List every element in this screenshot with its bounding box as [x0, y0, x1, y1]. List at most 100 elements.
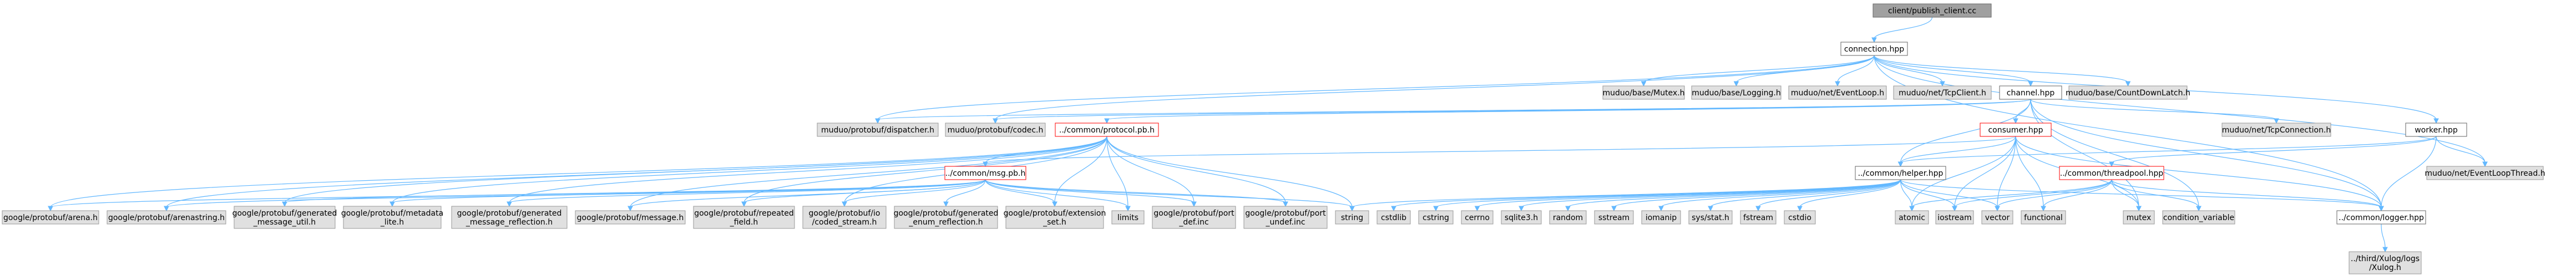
- node-pb_arena[interactable]: google/protobuf/arena.h: [2, 210, 99, 225]
- node-dispatcher_h[interactable]: muduo/protobuf/dispatcher.h: [817, 123, 939, 137]
- node-sys_stat[interactable]: sys/stat.h: [1688, 210, 1733, 225]
- node-box: [1055, 123, 1159, 137]
- node-functional[interactable]: functional: [2021, 210, 2066, 225]
- node-pb_coded_stream[interactable]: google/protobuf/io/coded_stream.h: [802, 206, 887, 229]
- node-logging_h[interactable]: muduo/base/Logging.h: [1691, 85, 1782, 100]
- node-helper[interactable]: ../common/helper.hpp: [1855, 166, 1946, 180]
- node-label: google/protobuf/metadata: [341, 209, 443, 218]
- node-box: [1840, 42, 1908, 56]
- node-vector[interactable]: vector: [1981, 210, 2013, 225]
- node-iostream[interactable]: iostream: [1935, 210, 1974, 225]
- node-random[interactable]: random: [1549, 210, 1587, 225]
- node-label: google/protobuf/generated: [894, 209, 999, 218]
- node-label: iostream: [1937, 213, 1972, 222]
- node-cstdio[interactable]: cstdio: [1784, 210, 1816, 225]
- node-consumer[interactable]: consumer.hpp: [1980, 123, 2052, 137]
- edge-consumer-to-logger: [2015, 136, 2382, 208]
- edge-msg_pb-to-pb_metadata_lite: [392, 179, 986, 203]
- node-connection[interactable]: connection.hpp: [1840, 42, 1908, 56]
- node-iomanip[interactable]: iomanip: [1641, 210, 1681, 225]
- edge-consumer-to-vector: [1997, 136, 2016, 208]
- node-eventloop_h[interactable]: muduo/net/EventLoop.h: [1788, 85, 1887, 100]
- node-label: ../third/Xulog/logs: [2351, 254, 2420, 263]
- node-string[interactable]: string: [1335, 210, 1369, 225]
- node-pb_metadata_lite[interactable]: google/protobuf/metadata_lite.h: [341, 206, 443, 229]
- node-label: condition_variable: [2163, 213, 2234, 222]
- node-threadpool[interactable]: ../common/threadpool.hpp: [2059, 166, 2164, 180]
- arrowhead-helper: [1897, 161, 1904, 167]
- node-label: fstream: [1743, 213, 1773, 222]
- arrowhead-consumer: [2013, 118, 2018, 124]
- node-root[interactable]: client/publish_client.cc: [1872, 3, 1992, 18]
- node-sstream[interactable]: sstream: [1594, 210, 1634, 225]
- node-protocol_pb[interactable]: ../common/protocol.pb.h: [1055, 123, 1159, 137]
- arrowhead-countdown_h: [2125, 81, 2131, 87]
- node-worker[interactable]: worker.hpp: [2405, 123, 2467, 137]
- node-pb_repeated[interactable]: google/protobuf/repeated_field.h: [693, 206, 795, 229]
- node-label: google/protobuf/generated: [457, 209, 562, 218]
- edge-layer: [48, 17, 2488, 253]
- edge-msg_pb-to-pb_gen_msg_util: [284, 179, 986, 203]
- node-label: sstream: [1598, 213, 1629, 222]
- node-box: [1376, 210, 1411, 225]
- node-box: [2, 210, 99, 225]
- arrowhead-iostream: [1952, 206, 1957, 212]
- node-pb_gen_msg_refl[interactable]: google/protobuf/generated_message_reflec…: [451, 206, 568, 229]
- node-label: /coded_stream.h: [812, 218, 877, 227]
- node-sqlite3[interactable]: sqlite3.h: [1501, 210, 1542, 225]
- node-channel[interactable]: channel.hpp: [1999, 85, 2062, 100]
- node-box: [693, 206, 795, 229]
- node-tcpclient_h[interactable]: muduo/net/TcpClient.h: [1893, 85, 1992, 100]
- node-eventloopthread_h[interactable]: muduo/net/EventLoopThread.h: [2425, 166, 2545, 180]
- node-mutex[interactable]: mutex: [2123, 210, 2155, 225]
- node-pb_message[interactable]: google/protobuf/message.h: [575, 210, 686, 225]
- node-countdown_h[interactable]: muduo/base/CountDownLatch.h: [2066, 85, 2190, 100]
- node-cstring[interactable]: cstring: [1418, 210, 1454, 225]
- edge-worker-to-threadpool: [2111, 136, 2437, 164]
- node-label: ../common/protocol.pb.h: [1059, 126, 1155, 135]
- arrowhead-cstring: [1433, 206, 1439, 212]
- node-pb_port_undef[interactable]: google/protobuf/port_undef.inc: [1243, 206, 1328, 229]
- node-condvar[interactable]: condition_variable: [2162, 210, 2235, 225]
- node-codec_h[interactable]: muduo/protobuf/codec.h: [945, 123, 1046, 137]
- node-box: [575, 210, 686, 225]
- edge-channel-to-protocol_pb: [1106, 99, 2031, 120]
- node-atomic[interactable]: atomic: [1895, 210, 1929, 225]
- node-box: [451, 206, 568, 229]
- node-pb_ext_set[interactable]: google/protobuf/extension_set.h: [1004, 206, 1106, 229]
- node-box: [1872, 3, 1992, 18]
- node-tcpconn_h[interactable]: muduo/net/TcpConnection.h: [2221, 123, 2331, 137]
- arrowhead-vector: [1995, 206, 2000, 212]
- node-xulog[interactable]: ../third/Xulog/logs/Xulog.h: [2349, 251, 2422, 274]
- edge-helper-to-atomic: [1900, 179, 1912, 208]
- edge-channel-to-logger: [2030, 99, 2382, 208]
- node-label: google/protobuf/extension: [1004, 209, 1106, 218]
- node-pb_arenastring[interactable]: google/protobuf/arenastring.h: [107, 210, 226, 225]
- edge-worker-to-logger: [2381, 136, 2437, 208]
- arrowhead-pb_arenastring: [164, 206, 169, 212]
- node-label: muduo/net/TcpConnection.h: [2222, 126, 2331, 135]
- arrowhead-pb_message: [627, 206, 633, 212]
- node-fstream[interactable]: fstream: [1740, 210, 1777, 225]
- arrowhead-tcpconn_h: [2274, 118, 2279, 124]
- node-pb_port_def[interactable]: google/protobuf/port_def.inc: [1152, 206, 1236, 229]
- node-label: google/protobuf/port: [1245, 209, 1326, 218]
- edge-threadpool-to-vector: [1997, 179, 2112, 208]
- node-label: iomanip: [1646, 213, 1677, 222]
- edge-protocol_pb-to-pb_metadata_lite: [392, 136, 1107, 203]
- node-logger[interactable]: ../common/logger.hpp: [2336, 210, 2426, 225]
- node-pb_gen_msg_util[interactable]: google/protobuf/generated_message_util.h: [232, 206, 337, 229]
- node-box: [1855, 166, 1946, 180]
- node-limits[interactable]: limits: [1111, 210, 1145, 225]
- node-msg_pb[interactable]: ../common/msg.pb.h: [944, 166, 1026, 180]
- node-cstdlib[interactable]: cstdlib: [1376, 210, 1411, 225]
- node-box: [944, 166, 1026, 180]
- node-mutex_h[interactable]: muduo/base/Mutex.h: [1602, 85, 1685, 100]
- node-box: [1691, 85, 1782, 100]
- node-box: [945, 123, 1046, 137]
- node-box: [802, 206, 887, 229]
- node-cerrno[interactable]: cerrno: [1461, 210, 1494, 225]
- node-pb_gen_enum_refl[interactable]: google/protobuf/generated_enum_reflectio…: [894, 206, 999, 229]
- node-label: google/protobuf/arenastring.h: [108, 213, 225, 222]
- node-label: atomic: [1899, 213, 1925, 222]
